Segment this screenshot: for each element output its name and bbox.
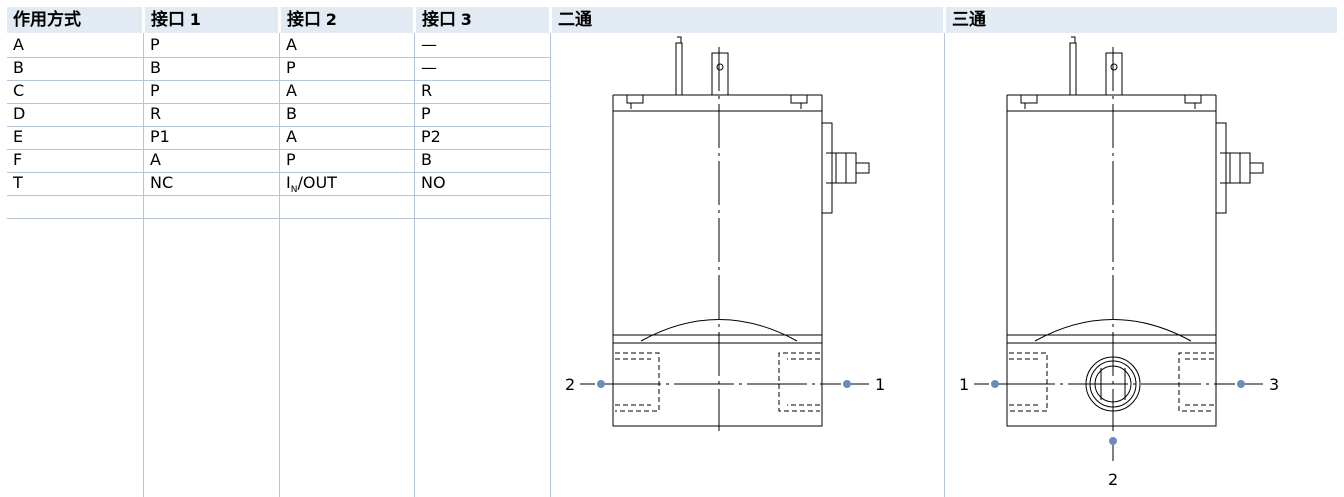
header-port-2-text: 接口 [287, 10, 321, 29]
cell-port-2: P [286, 58, 296, 77]
header-port-2-number: 2 [325, 10, 337, 29]
cell-mode: E [13, 127, 24, 146]
cell-mode: F [13, 150, 23, 169]
column-divider [550, 33, 551, 497]
port-label-right: 1 [875, 375, 885, 394]
header-three-way: 三通 [946, 7, 1337, 33]
header-port-1-text: 接口 [151, 10, 185, 29]
cell-port-1: B [150, 58, 161, 77]
cell-port-1: P [150, 35, 160, 54]
port-marker-dot [1237, 380, 1245, 388]
header-two-way-label: 二通 [558, 10, 592, 29]
header-port-3: 接口 3 [416, 7, 549, 33]
header-two-way: 二通 [552, 7, 943, 33]
row-divider [7, 80, 550, 81]
cell-port-1: P1 [150, 127, 170, 146]
cell-port-1: R [150, 104, 162, 123]
row-divider [7, 195, 550, 196]
two-way-valve-drawing: 2 1 [565, 36, 885, 431]
cell-port-2: A [286, 127, 297, 146]
cell-mode: A [13, 35, 24, 54]
cell-mode: B [13, 58, 24, 77]
cell-port-2-main: I [286, 173, 291, 192]
header-port-2: 接口 2 [281, 7, 413, 33]
row-divider [7, 103, 550, 104]
cell-port-2: B [286, 104, 297, 123]
port-label-left: 1 [959, 375, 969, 394]
column-divider [944, 33, 945, 497]
row-divider [7, 218, 550, 219]
cell-port-3: P2 [421, 127, 441, 146]
port-label-right: 3 [1269, 375, 1279, 394]
header-mode: 作用方式 [7, 7, 142, 33]
row-divider [7, 149, 550, 150]
header-port-3-text: 接口 [422, 10, 456, 29]
port-marker-dot [991, 380, 999, 388]
cell-mode: C [13, 81, 25, 100]
header-port-1: 接口 1 [145, 7, 278, 33]
port-assignment-table: 作用方式 接口 1 接口 2 接口 3 二通 三通 A P A — B B P … [7, 7, 1337, 497]
cell-port-2: A [286, 81, 297, 100]
port-marker-dot [1109, 437, 1117, 445]
cell-port-3: — [421, 58, 437, 77]
three-way-valve-drawing: 1 3 2 [959, 36, 1279, 489]
cell-mode: T [13, 173, 23, 192]
header-port-3-number: 3 [460, 10, 472, 29]
cell-port-1: A [150, 150, 161, 169]
port-marker-dot [843, 380, 851, 388]
cell-port-2: IN/OUT [280, 171, 337, 195]
cell-port-2: P [286, 150, 296, 169]
port-marker-dot [597, 380, 605, 388]
header-three-way-label: 三通 [952, 10, 986, 29]
cell-port-2-rest: /OUT [297, 173, 337, 192]
column-divider [279, 33, 280, 497]
header-mode-label: 作用方式 [13, 10, 81, 29]
cell-port-3: P [421, 104, 431, 123]
port-label-left: 2 [565, 375, 575, 394]
cell-port-1: P [150, 81, 160, 100]
header-port-1-number: 1 [189, 10, 201, 29]
cell-port-1: NC [150, 173, 174, 192]
column-divider [143, 33, 144, 497]
cell-port-3: B [421, 150, 432, 169]
cell-port-3: R [421, 81, 433, 100]
cell-port-2: A [286, 35, 297, 54]
row-divider [7, 126, 550, 127]
cell-port-2-subscript: N [290, 185, 298, 196]
row-divider [7, 172, 550, 173]
column-divider [414, 33, 415, 497]
cell-mode: D [13, 104, 26, 123]
cell-port-3: NO [421, 173, 446, 192]
cell-port-3: — [421, 35, 437, 54]
port-label-bottom: 2 [1108, 470, 1118, 489]
row-divider [7, 57, 550, 58]
